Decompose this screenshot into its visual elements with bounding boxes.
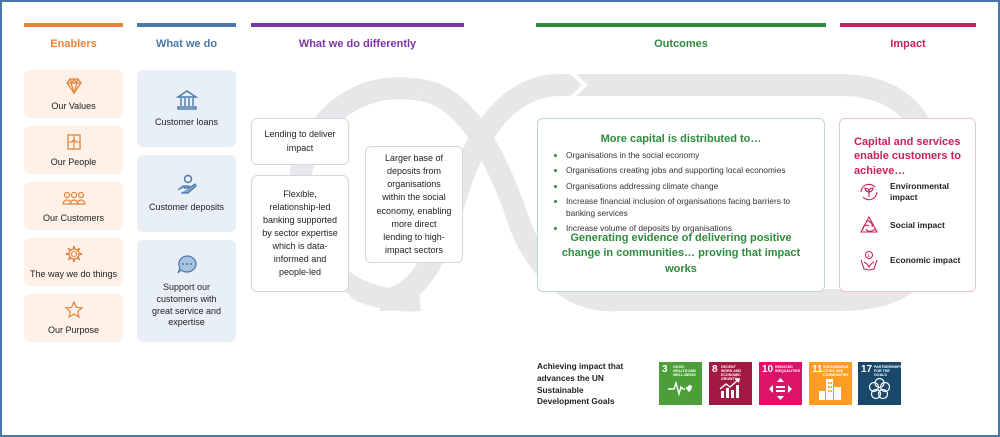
what-we-do-bar bbox=[137, 23, 236, 27]
sdg-number: 3 bbox=[662, 364, 668, 375]
plant-cycle-icon bbox=[860, 183, 878, 201]
enabler-card: The way we do things bbox=[24, 238, 123, 286]
outcomes-list: Organisations in the social economy Orga… bbox=[552, 150, 816, 239]
pound-coin-hands-icon: £ bbox=[860, 250, 878, 271]
differently-heading: What we do differently bbox=[298, 38, 417, 50]
hand-coin-icon bbox=[177, 174, 197, 194]
city-buildings-icon bbox=[819, 379, 841, 400]
outcomes-bar bbox=[536, 23, 826, 27]
enabler-card: Our People bbox=[24, 126, 123, 174]
sdg-goal-10: 10 Reduced inequalities bbox=[759, 362, 802, 405]
differently-box: Flexible, relationship-led banking suppo… bbox=[251, 175, 349, 292]
enablers-heading: Enablers bbox=[50, 38, 97, 50]
enabler-card: Our Purpose bbox=[24, 294, 123, 342]
impact-box-heading: Capital and services enable customers to… bbox=[854, 136, 961, 177]
enablers-bar bbox=[24, 23, 123, 27]
sdg-title: Sustainable cities and communities bbox=[823, 365, 849, 378]
heartbeat-icon bbox=[668, 380, 692, 397]
differently-box: Lending to deliver impact bbox=[251, 118, 349, 165]
what-we-do-label: Customer deposits bbox=[148, 202, 225, 213]
star-icon bbox=[64, 300, 83, 318]
impact-item: £ Economic impact bbox=[858, 250, 960, 272]
outcomes-box-heading: More capital is distributed to… bbox=[600, 133, 762, 145]
enabler-label: Our Values bbox=[51, 100, 96, 111]
what-we-do-label: Support our customers with great service… bbox=[151, 282, 222, 328]
svg-text:£: £ bbox=[868, 253, 871, 258]
sdg-goal-11: 11 Sustainable cities and communities bbox=[809, 362, 852, 405]
enabler-card: Our Values bbox=[24, 70, 123, 118]
impact-item: Environmental impact bbox=[858, 181, 960, 203]
growth-chart-icon bbox=[719, 378, 740, 398]
enabler-label: Our People bbox=[50, 156, 97, 167]
outcome-item: Organisations addressing climate change bbox=[566, 181, 816, 192]
differently-box: Larger base of deposits from organisatio… bbox=[365, 146, 463, 263]
flower-rings-icon bbox=[868, 377, 891, 400]
gear-icon bbox=[65, 245, 82, 262]
sdg-goal-3: 3 Good health and well-being bbox=[659, 362, 702, 405]
sdg-title: Decent work and economic growth bbox=[721, 365, 742, 382]
outcomes-heading: Outcomes bbox=[654, 38, 708, 50]
impact-label: Social impact bbox=[890, 220, 945, 231]
sdg-number: 10 bbox=[762, 364, 774, 375]
differently-bar bbox=[251, 23, 464, 27]
enabler-card: Our Customers bbox=[24, 182, 123, 230]
impact-heading: Impact bbox=[890, 38, 926, 50]
enabler-label: The way we do things bbox=[29, 268, 118, 279]
impact-box: Capital and services enable customers to… bbox=[839, 118, 976, 292]
chat-bubble-icon bbox=[176, 255, 197, 274]
diamond-icon bbox=[65, 77, 82, 95]
sdg-number: 17 bbox=[861, 364, 873, 375]
people-icon bbox=[61, 191, 86, 205]
sdg-number: 8 bbox=[712, 364, 718, 375]
sdg-title: Partnerships for the goals bbox=[874, 365, 902, 378]
sdg-goal-17: 17 Partnerships for the goals bbox=[858, 362, 902, 405]
what-we-do-card: Support our customers with great service… bbox=[137, 240, 236, 342]
outcomes-footer: Generating evidence of delivering positi… bbox=[561, 231, 801, 275]
what-we-do-heading: What we do bbox=[155, 38, 218, 50]
outcome-item: Organisations in the social economy bbox=[566, 150, 816, 161]
outcomes-box: More capital is distributed to… Organisa… bbox=[537, 118, 825, 292]
hands-circle-icon bbox=[860, 215, 878, 233]
what-we-do-card: Customer deposits bbox=[137, 155, 236, 232]
impact-bar bbox=[840, 23, 976, 27]
sdg-title: Reduced inequalities bbox=[775, 365, 801, 374]
impact-label: Economic impact bbox=[890, 255, 961, 266]
sdg-caption: Achieving impact that advances the UN Su… bbox=[537, 361, 624, 407]
outcome-item: Increase financial inclusion of organisa… bbox=[566, 196, 816, 219]
enabler-label: Our Customers bbox=[42, 212, 104, 223]
what-we-do-label: Customer loans bbox=[154, 117, 219, 128]
outcome-item: Organisations creating jobs and supporti… bbox=[566, 165, 816, 176]
puzzle-icon bbox=[66, 134, 81, 150]
outcome-item: Increase volume of deposits by organisat… bbox=[566, 223, 816, 234]
enabler-label: Our Purpose bbox=[47, 324, 100, 335]
impact-item: Social impact bbox=[858, 215, 945, 237]
sdg-goal-8: 8 Decent work and economic growth bbox=[709, 362, 752, 405]
sdg-number: 11 bbox=[812, 364, 823, 375]
arrow-chevron bbox=[570, 74, 588, 96]
bank-icon bbox=[175, 90, 198, 110]
impact-label: Environmental impact bbox=[890, 181, 950, 203]
sdg-title: Good health and well-being bbox=[673, 365, 696, 378]
equality-arrows-icon bbox=[769, 378, 792, 400]
what-we-do-card: Customer loans bbox=[137, 70, 236, 147]
